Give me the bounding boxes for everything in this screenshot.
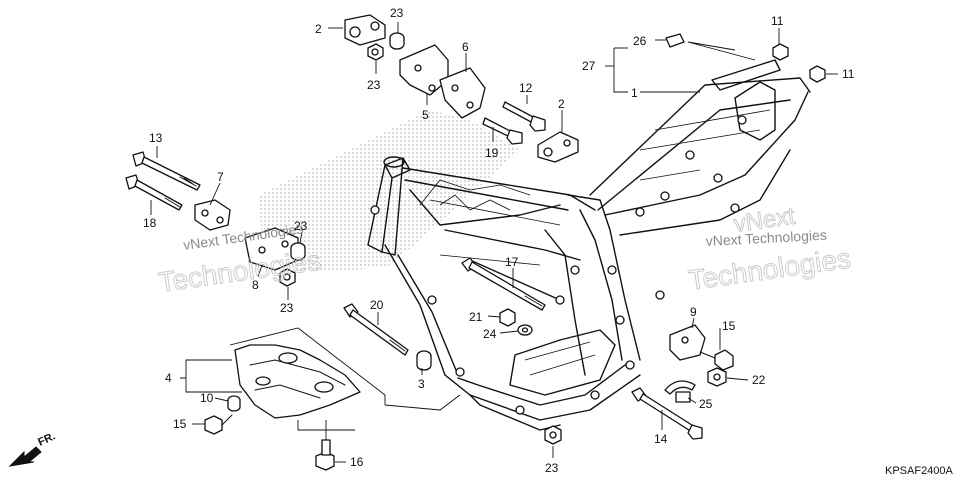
callout-18: 18 (143, 216, 157, 230)
part-15-bolt-right (699, 349, 734, 371)
callout-24: 24 (483, 327, 497, 341)
callout-19: 19 (485, 146, 499, 160)
callout-1: 1 (631, 86, 638, 100)
part-19-bolt (482, 117, 523, 145)
callout-11: 11 (842, 67, 855, 81)
watermark-right-mid: vNext Technologies (705, 227, 827, 249)
part-23-nut (367, 43, 384, 61)
callout-27: 27 (582, 59, 596, 73)
callout-labels: 2 23 23 6 5 12 2 19 26 27 1 11 11 13 18 … (143, 6, 855, 475)
part-11-nut-a (772, 43, 789, 61)
part-3-collar (416, 350, 432, 371)
callout-11: 11 (771, 14, 784, 28)
front-direction-indicator: FR. (8, 430, 57, 467)
callout-7: 7 (217, 170, 224, 184)
part-20-bolt (343, 303, 409, 356)
watermark-right-big: Technologies (687, 242, 853, 295)
part-6-bracket (439, 67, 486, 119)
callout-8: 8 (252, 278, 259, 292)
callout-5: 5 (422, 108, 429, 122)
part-9-bracket (669, 324, 706, 361)
callout-20: 20 (370, 298, 384, 312)
part-21-nut (499, 308, 516, 327)
callout-23: 23 (294, 219, 308, 233)
part-25-clip (664, 380, 696, 403)
leader-lines (150, 22, 838, 463)
callout-23: 23 (280, 301, 294, 315)
callout-4: 4 (165, 371, 172, 385)
callout-2: 2 (558, 97, 565, 111)
part-16-bolt (315, 439, 335, 471)
callout-15: 15 (173, 417, 187, 431)
callout-14: 14 (654, 432, 668, 446)
callout-2: 2 (315, 22, 322, 36)
callout-13: 13 (149, 131, 163, 145)
callout-21: 21 (469, 310, 483, 324)
part-4-skid-plate (234, 344, 361, 419)
front-direction-label: FR. (36, 430, 57, 448)
callout-12: 12 (519, 81, 533, 95)
part-5-bracket (399, 44, 449, 96)
part-11-nut-b (809, 65, 826, 83)
front-arrow-icon (8, 446, 42, 467)
part-26-pad (665, 33, 685, 48)
part-23-left-nut (279, 268, 296, 287)
callout-25: 25 (699, 397, 713, 411)
part-8-bracket (244, 227, 299, 271)
part-15-bolt-left (204, 414, 233, 435)
callout-9: 9 (690, 305, 697, 319)
part-24-washer (517, 324, 533, 336)
callout-17: 17 (505, 255, 519, 269)
callout-15: 15 (722, 319, 736, 333)
callout-23: 23 (545, 461, 559, 475)
callout-3: 3 (418, 377, 425, 391)
part-12-bolt (502, 101, 546, 132)
part-7-bracket (194, 199, 231, 231)
part-13-bolt (132, 151, 201, 191)
callout-6: 6 (462, 40, 469, 54)
callout-16: 16 (350, 455, 364, 469)
part-14-bolt (631, 387, 703, 440)
part-17-bolt (461, 257, 546, 311)
part-23-left-collar (290, 242, 306, 261)
part-18-bolt (125, 174, 183, 211)
callout-26: 26 (633, 34, 647, 48)
part-2-top-clamp (344, 14, 386, 46)
part-2-mid-clamp (537, 131, 579, 163)
callout-23: 23 (367, 78, 381, 92)
part-10-collar (227, 395, 241, 412)
main-frame (367, 59, 811, 431)
part-23-top-collar (389, 32, 405, 50)
callout-22: 22 (752, 373, 766, 387)
callout-23: 23 (390, 6, 404, 20)
part-22-nut (707, 367, 727, 387)
part-23-bottom-nut (544, 425, 562, 445)
callout-10: 10 (200, 391, 214, 405)
watermark-left-big: Technologies (157, 244, 323, 297)
diagram-code: KPSAF2400A (885, 465, 954, 477)
